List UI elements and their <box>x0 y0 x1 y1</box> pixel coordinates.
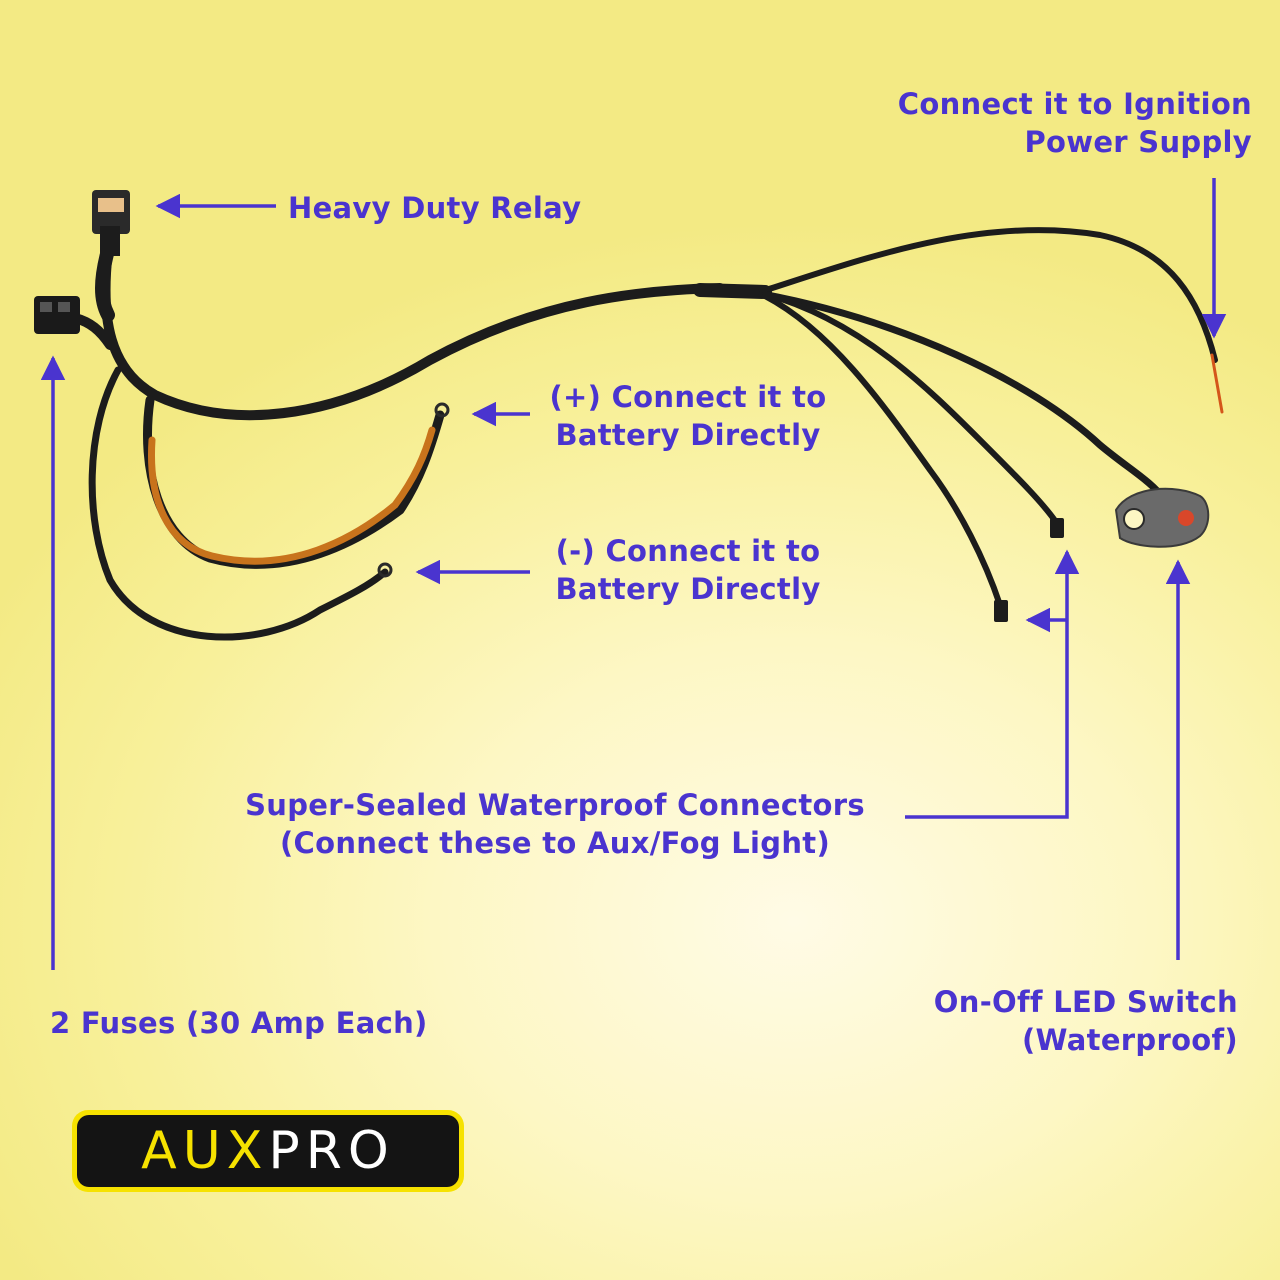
main-harness-wire <box>100 245 725 421</box>
ignition-wire <box>757 227 1218 363</box>
harness-bundle <box>693 283 772 299</box>
positive-label: (+) Connect it to Battery Directly <box>536 378 840 454</box>
relay-wire <box>95 243 115 322</box>
negative-label: (-) Connect it to Battery Directly <box>536 532 840 608</box>
connector-wire-2 <box>762 293 1003 608</box>
auxpro-logo-text: AUXPRO <box>141 1125 395 1177</box>
fuses-label: 2 Fuses (30 Amp Each) <box>50 1004 428 1042</box>
waterproof-connector-1-icon <box>1050 518 1064 538</box>
connectors-label-line1: Super-Sealed Waterproof Connectors <box>245 788 865 822</box>
negative-wire <box>88 366 389 641</box>
logo-aux-text: AUX <box>141 1121 269 1181</box>
waterproof-connector-2-icon <box>994 600 1008 622</box>
positive-wire-sleeve <box>148 426 436 565</box>
switch-wire <box>758 290 1169 504</box>
connectors-leader-line <box>905 549 1080 819</box>
switch-label-line2: (Waterproof) <box>1022 1023 1238 1057</box>
negative-label-line2: Battery Directly <box>555 572 821 606</box>
ignition-label-line2: Power Supply <box>1024 125 1252 159</box>
switch-label-line1: On-Off LED Switch <box>933 985 1238 1019</box>
relay-label: Heavy Duty Relay <box>288 189 581 227</box>
positive-ring-terminal-icon <box>434 402 450 418</box>
logo-pro-text: PRO <box>268 1121 395 1181</box>
ignition-wire-tip <box>1210 353 1224 414</box>
relay-label-text: Heavy Duty Relay <box>288 191 582 225</box>
fuses-label-text: 2 Fuses (30 Amp Each) <box>50 1006 428 1040</box>
relay-icon <box>92 190 130 256</box>
auxpro-logo: AUXPRO <box>72 1110 464 1192</box>
connectors-label: Super-Sealed Waterproof Connectors (Conn… <box>210 786 900 862</box>
negative-ring-terminal-icon <box>377 562 393 578</box>
connectors-label-line2: (Connect these to Aux/Fog Light) <box>280 826 830 860</box>
connector-wire-1 <box>762 291 1061 528</box>
switch-label: On-Off LED Switch (Waterproof) <box>934 983 1238 1059</box>
positive-label-line2: Battery Directly <box>555 418 821 452</box>
positive-wire <box>143 395 445 569</box>
led-switch-icon <box>1114 487 1210 548</box>
positive-label-line1: (+) Connect it to <box>549 380 827 414</box>
ignition-label: Connect it to Ignition Power Supply <box>898 85 1252 161</box>
negative-label-line1: (-) Connect it to <box>555 534 821 568</box>
auxpro-logo-plate: AUXPRO <box>77 1115 459 1187</box>
fuse-holder-icon <box>34 296 80 334</box>
ignition-label-line1: Connect it to Ignition <box>897 87 1252 121</box>
